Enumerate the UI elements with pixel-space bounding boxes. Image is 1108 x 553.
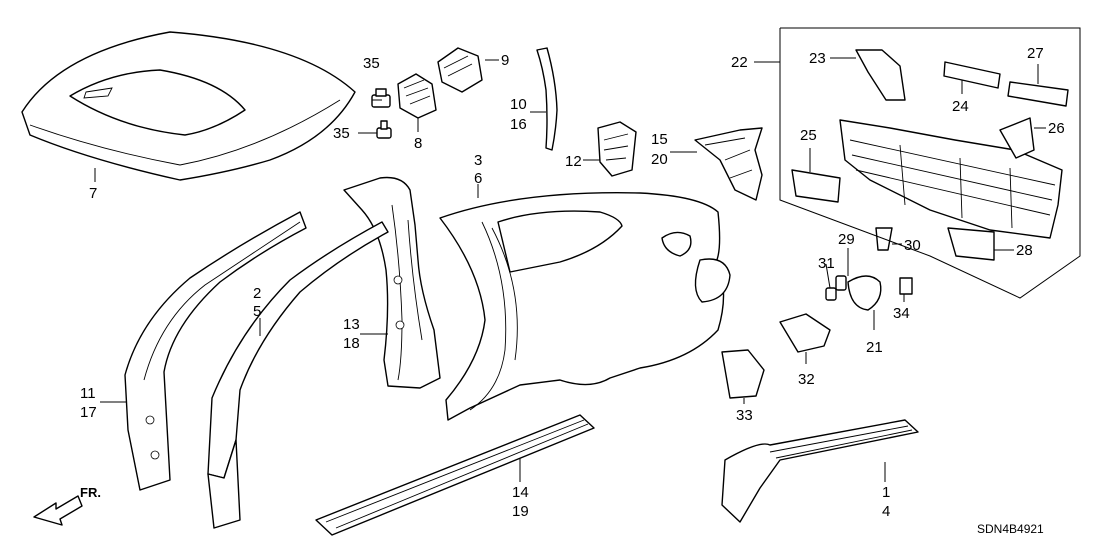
- a-pillar-inner: [124, 211, 307, 491]
- clip-lower: [376, 120, 392, 139]
- callout-35-upper: 35: [363, 55, 380, 72]
- callout-29: 29: [838, 231, 855, 248]
- callout-26: 26: [1048, 120, 1065, 137]
- sill-left: [315, 414, 595, 536]
- diagram-code: SDN4B4921: [977, 522, 1044, 536]
- callout-12: 12: [565, 153, 582, 170]
- callouts: 7 35 35 8 9 10 16 12 15 20 3 6 13 18 2 5…: [80, 27, 1081, 536]
- callout-27: 27: [1027, 45, 1044, 62]
- callout-35-lower: 35: [333, 125, 350, 142]
- pillar-strip-10: [536, 47, 558, 151]
- callout-16: 16: [510, 116, 527, 133]
- a-pillar-outer: [207, 221, 389, 529]
- callout-33: 33: [736, 407, 753, 424]
- bolt-34: [899, 277, 913, 295]
- bracket-28: [947, 227, 995, 261]
- callout-32: 32: [798, 371, 815, 388]
- callout-2: 2: [253, 285, 261, 302]
- gusset-25: [791, 169, 841, 203]
- callout-20: 20: [651, 151, 668, 168]
- callout-6: 6: [474, 170, 482, 187]
- rear-panel: [839, 119, 1063, 239]
- sill-right: [721, 419, 919, 523]
- housing-33: [721, 349, 765, 399]
- inner-panel-15: [694, 127, 763, 201]
- callout-21: 21: [866, 339, 883, 356]
- clip-31: [825, 287, 837, 301]
- callout-8: 8: [414, 135, 422, 152]
- bracket-12: [597, 121, 637, 177]
- roof-panel: [21, 31, 356, 181]
- callout-30: 30: [904, 237, 921, 254]
- roof-bracket-9: [437, 47, 483, 93]
- callout-24: 24: [952, 98, 969, 115]
- callout-7: 7: [89, 185, 97, 202]
- bracket-27: [1007, 81, 1069, 107]
- front-direction-label: FR.: [80, 485, 101, 500]
- clip-29: [835, 275, 847, 291]
- callout-11: 11: [80, 385, 96, 402]
- quarter-panel: [439, 192, 731, 421]
- callout-17: 17: [80, 404, 97, 421]
- fuel-lid: [847, 275, 882, 311]
- gusset-26: [999, 117, 1035, 159]
- callout-23: 23: [809, 50, 826, 67]
- bracket-23: [855, 49, 906, 101]
- center-pillar: [343, 176, 441, 389]
- callout-15: 15: [651, 131, 668, 148]
- callout-4: 4: [882, 503, 890, 520]
- callout-34: 34: [893, 305, 910, 322]
- callout-5: 5: [253, 303, 261, 320]
- callout-31: 31: [818, 255, 835, 272]
- callout-3: 3: [474, 152, 482, 169]
- housing-32: [779, 313, 831, 353]
- callout-25: 25: [800, 127, 817, 144]
- callout-18: 18: [343, 335, 360, 352]
- bracket-24: [943, 61, 1001, 89]
- front-direction-arrow: FR.: [33, 485, 101, 526]
- callout-9: 9: [501, 52, 509, 69]
- callout-1: 1: [882, 484, 890, 501]
- callout-10: 10: [510, 96, 527, 113]
- clip-upper: [371, 88, 391, 108]
- callout-13: 13: [343, 316, 360, 333]
- callout-28: 28: [1016, 242, 1033, 259]
- callout-19: 19: [512, 503, 529, 520]
- callout-22: 22: [731, 54, 748, 71]
- roof-bracket-8: [397, 73, 437, 119]
- callout-14: 14: [512, 484, 529, 501]
